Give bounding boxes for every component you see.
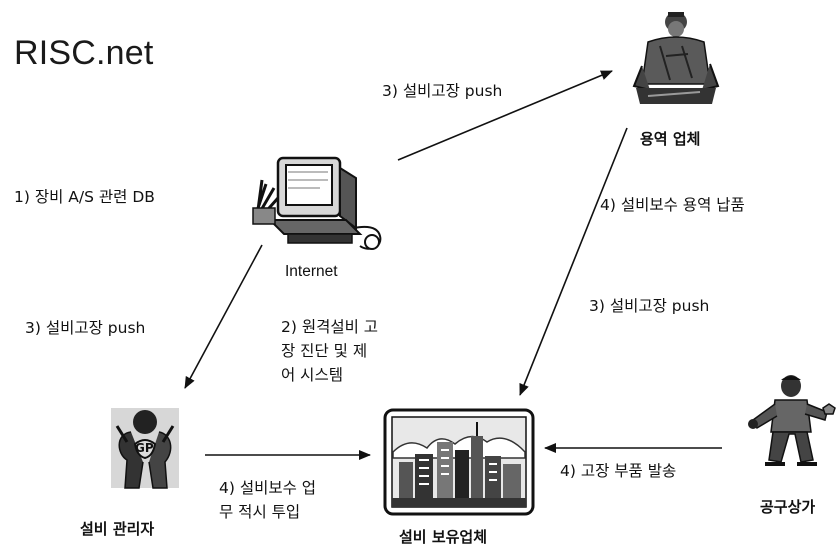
maintenance-input-label: 4) 설비보수 업 무 적시 투입 xyxy=(219,476,316,524)
remote-diagnosis-line-2: 장 진단 및 제 xyxy=(281,342,368,360)
service-company-label: 용역 업체 xyxy=(640,130,701,148)
facility-manager-label: 설비 관리자 xyxy=(80,520,155,538)
parts-shipping-label: 4) 고장 부품 발송 xyxy=(560,462,677,480)
city-icon xyxy=(383,408,535,516)
maintenance-input-line-2: 무 적시 투입 xyxy=(219,503,301,521)
diagram-title: RISC.net xyxy=(14,34,154,72)
as-db-label: 1) 장비 A/S 관련 DB xyxy=(14,188,155,206)
arrow-internet-to-manager xyxy=(184,244,263,389)
push-to-owner-label: 3) 설비고장 push xyxy=(589,297,710,315)
svg-text:GP: GP xyxy=(135,441,154,455)
remote-diagnosis-line-1: 2) 원격설비 고 xyxy=(281,318,379,336)
remote-diagnosis-line-3: 어 시스템 xyxy=(281,366,343,384)
maintenance-delivery-label: 4) 설비보수 용역 납품 xyxy=(600,196,745,214)
maintenance-input-line-1: 4) 설비보수 업 xyxy=(219,479,317,497)
worker-icon xyxy=(632,12,720,104)
push-to-manager-label: 3) 설비고장 push xyxy=(25,319,146,337)
facility-owner-label: 설비 보유업체 xyxy=(399,528,488,546)
tool-worker-icon xyxy=(748,375,836,466)
internet-label: Internet xyxy=(285,263,338,280)
remote-diagnosis-label: 2) 원격설비 고 장 진단 및 제 어 시스템 xyxy=(281,315,378,387)
tool-store-label: 공구상가 xyxy=(760,498,816,516)
arrow-service-to-owner xyxy=(519,127,628,396)
arrow-internet-to-service xyxy=(397,70,613,161)
push-to-service-label: 3) 설비고장 push xyxy=(382,82,503,100)
computer-icon xyxy=(252,156,382,250)
manager-icon: GP xyxy=(111,408,179,489)
